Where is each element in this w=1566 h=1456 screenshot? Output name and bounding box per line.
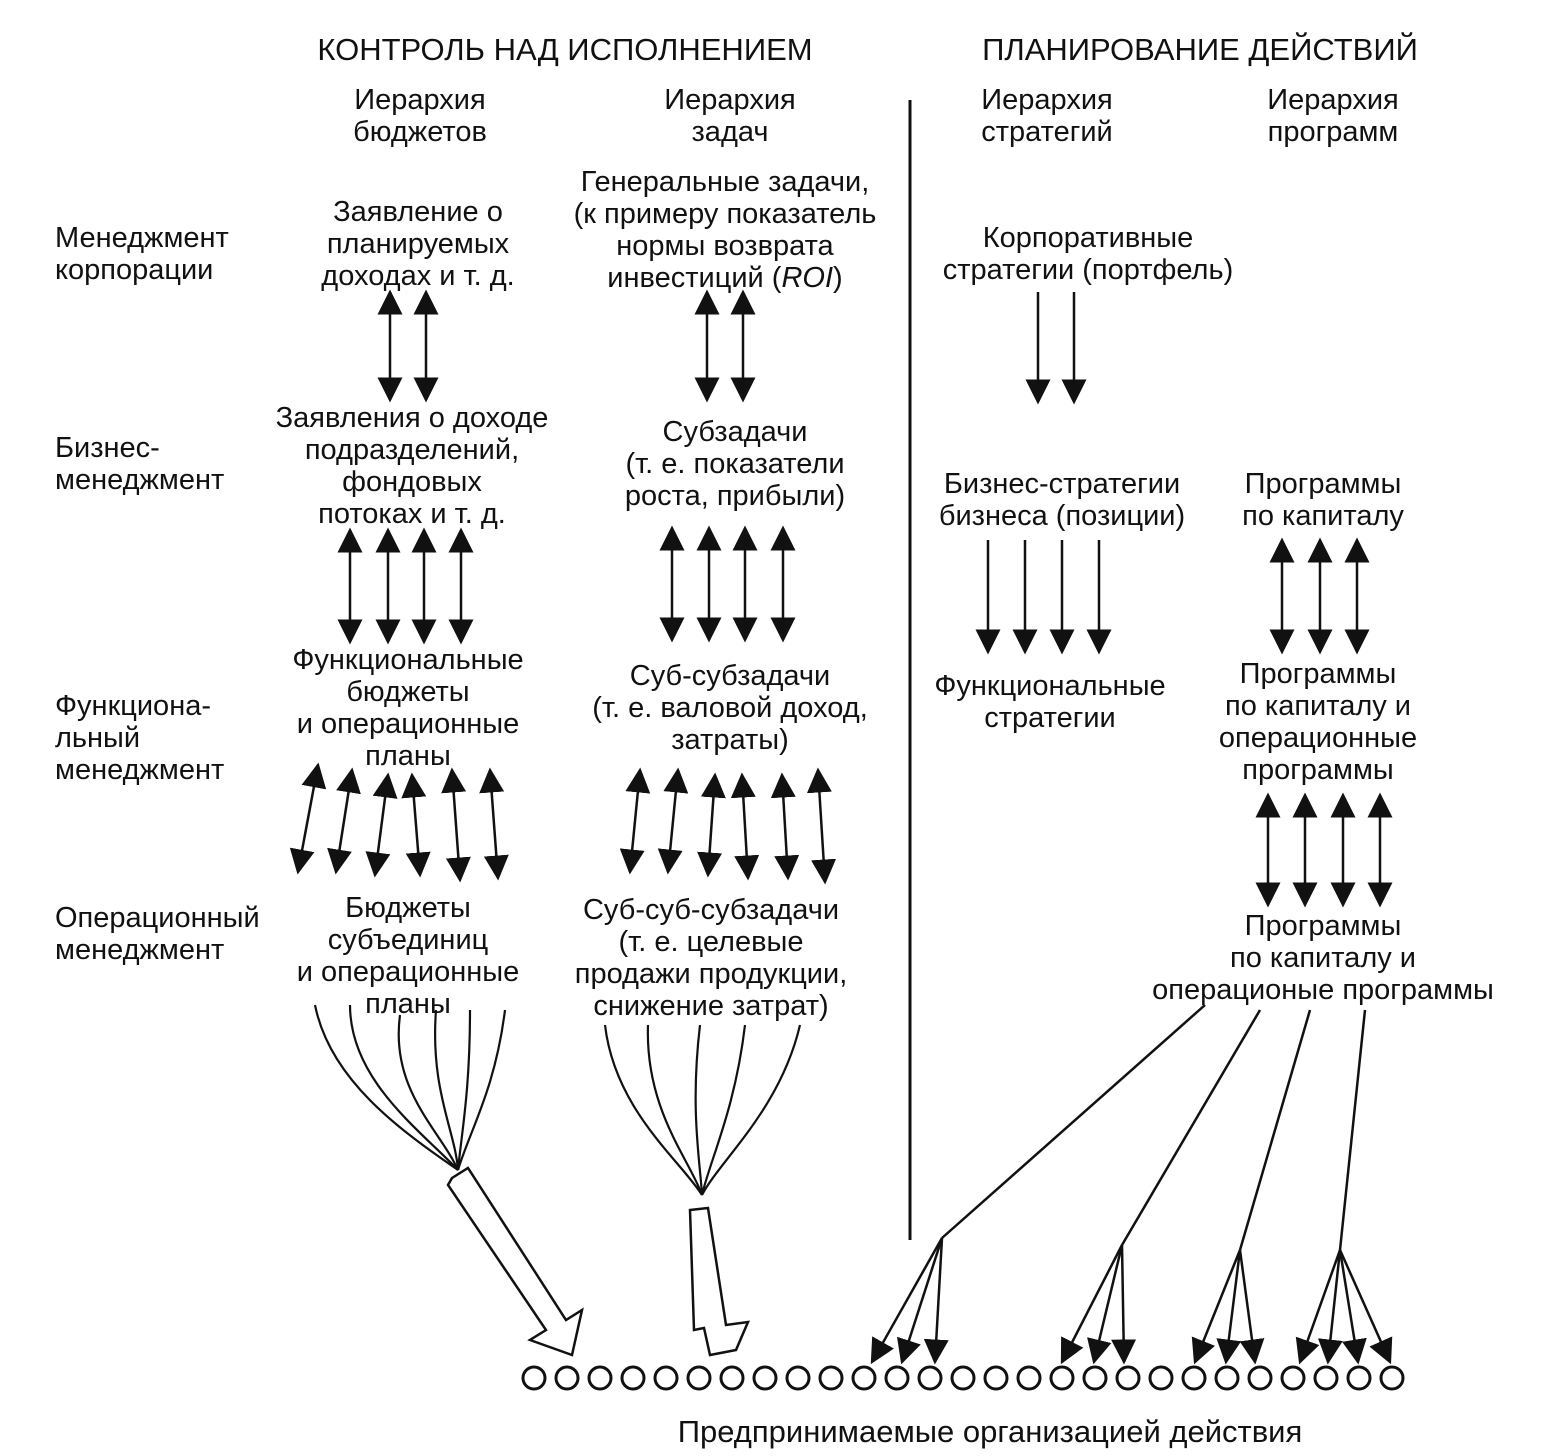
action-circle [1148, 1365, 1174, 1391]
action-circle [620, 1365, 646, 1391]
fan-arrow [1338, 1249, 1367, 1365]
action-circle [950, 1365, 976, 1391]
action-circle [851, 1365, 877, 1391]
action-circle [884, 1365, 910, 1391]
fan-arrow [1216, 1249, 1242, 1365]
fan-arrow [1295, 1249, 1342, 1365]
action-circle [917, 1365, 943, 1391]
double-arrow [619, 767, 651, 875]
fan-arrow [1191, 1249, 1242, 1365]
action-circle [1181, 1365, 1207, 1391]
action-circle [785, 1365, 811, 1391]
double-arrow [770, 772, 800, 881]
action-circle [554, 1365, 580, 1391]
action-circle [686, 1365, 712, 1391]
action-circle [719, 1365, 745, 1391]
hollow-arrows [446, 1166, 751, 1357]
heading-planning: ПЛАНИРОВАНИЕ ДЕЙСТВИЙ [982, 32, 1418, 67]
action-circles [521, 1365, 1405, 1391]
action-circle [653, 1365, 679, 1391]
action-circle [818, 1365, 844, 1391]
fan-arrow [1087, 1244, 1124, 1365]
action-circle [1247, 1365, 1273, 1391]
double-arrow [327, 767, 361, 875]
action-circle [1379, 1365, 1405, 1391]
double-arrow [697, 772, 726, 878]
double-arrow [401, 772, 431, 878]
action-circle [1115, 1365, 1141, 1391]
task-functional: Суб-субзадачи(т. е. валовой доход,затрат… [592, 660, 868, 756]
fan-arrow [1238, 1249, 1265, 1365]
double-arrow [730, 772, 760, 881]
action-circle [587, 1365, 613, 1391]
fan-arrow [1111, 1244, 1137, 1365]
program-lines [941, 1004, 1367, 1251]
fan-arrow [870, 1237, 944, 1365]
fan-arrow [1338, 1249, 1393, 1365]
action-circle [1214, 1365, 1240, 1391]
fan-arrow [1317, 1249, 1343, 1365]
action-circle [1049, 1365, 1075, 1391]
double-arrow [365, 772, 398, 878]
tasks-converging-lines [603, 1024, 802, 1196]
action-circle [1082, 1365, 1108, 1391]
footer-caption: Предпринимаемые организацией действия [677, 1414, 1303, 1449]
double-arrow [441, 767, 471, 883]
fan-arrow [1060, 1244, 1124, 1365]
action-circle [1016, 1365, 1042, 1391]
level-business: Бизнес-менеджмент [55, 432, 225, 496]
double-arrow [806, 767, 837, 885]
double-arrow [657, 767, 689, 875]
budgets-converging-lines [313, 1004, 507, 1171]
fan-arrow [897, 1237, 944, 1365]
action-circle [1280, 1365, 1306, 1391]
double-arrow [479, 767, 509, 881]
action-circle [1313, 1365, 1339, 1391]
heading-control: КОНТРОЛЬ НАД ИСПОЛНЕНИЕМ [317, 32, 813, 67]
action-circle [1346, 1365, 1372, 1391]
arrow-group [289, 289, 1393, 1365]
double-arrow [289, 762, 327, 875]
action-circle [752, 1365, 778, 1391]
fan-arrow [923, 1237, 949, 1365]
task-corporate: Генеральные задачи,(к примеру показатель… [573, 166, 877, 294]
action-circle [521, 1365, 547, 1391]
action-circle [983, 1365, 1009, 1391]
